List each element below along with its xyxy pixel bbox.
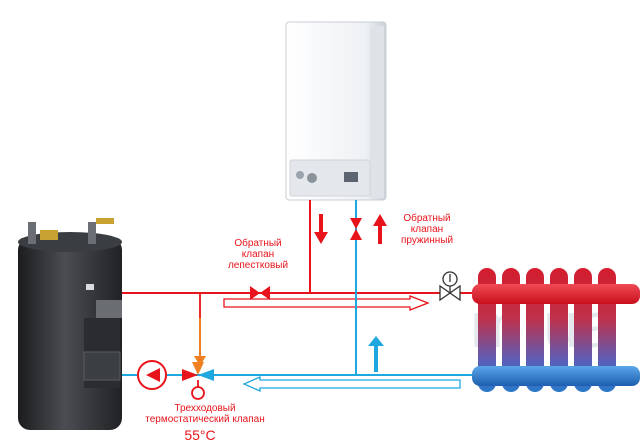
check-valve-icon [250,286,270,300]
radiator-thermostat-icon [439,271,461,302]
temperature-label: 55°C [184,427,216,443]
gas-boiler-display-icon [344,172,358,182]
flow-arrow-icon [373,214,387,244]
check-valve-icon [350,218,362,240]
three-way-valve-label: Трехходовый термостатический клапан [145,403,265,425]
supply-pipes [122,200,478,318]
three-way-valve-icon [182,362,214,400]
solid-fuel-boiler [18,218,122,430]
flow-arrow-icon [368,336,384,372]
circulation-pump-icon [137,360,167,390]
flow-arrow-icon [242,376,461,392]
gas-boiler-knob-icon [307,173,317,183]
flow-arrow-icon [314,214,328,244]
flap-check-valve-label: Обратный клапан лепестковый [227,238,289,271]
spring-check-valve-label: Обратный клапан пружинный [400,213,454,246]
gas-boiler-knob-icon [296,171,304,179]
gas-boiler [285,21,387,201]
flow-arrow-icon [194,356,206,366]
radiator [472,268,640,392]
flow-arrow-icon [223,295,430,311]
